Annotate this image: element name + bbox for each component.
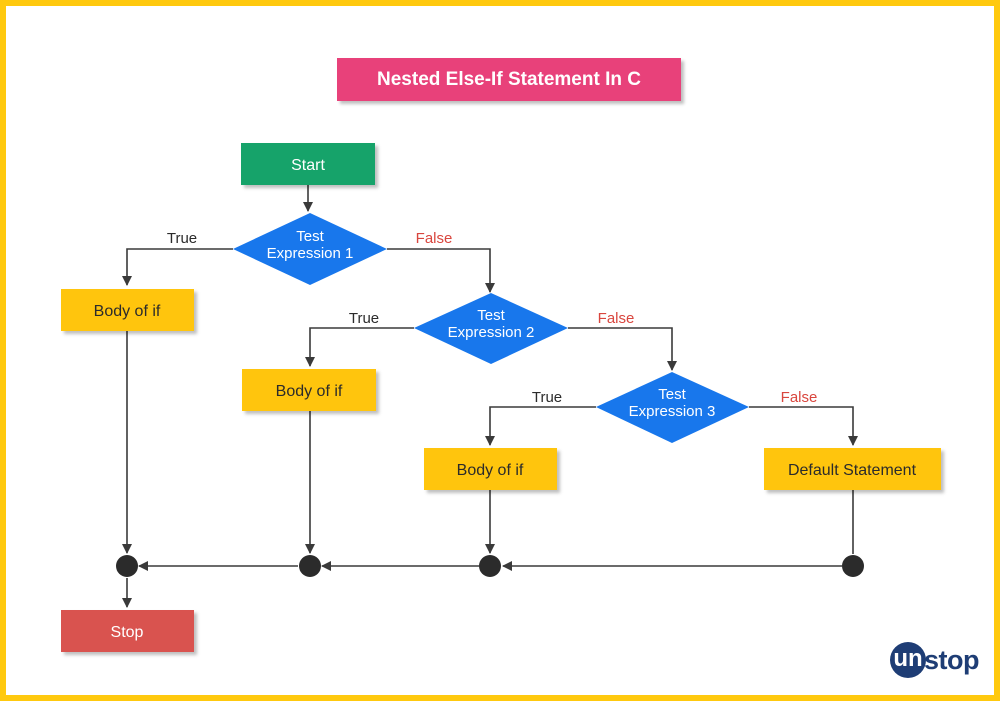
start-node: Start xyxy=(241,143,375,185)
body-of-if-1: Body of if xyxy=(61,289,194,331)
body2-label: Body of if xyxy=(276,383,343,400)
body1-label: Body of if xyxy=(94,303,161,320)
arrow-test2-true xyxy=(305,327,414,367)
logo-text: stop xyxy=(924,644,980,675)
default-label: Default Statement xyxy=(788,462,917,479)
unstop-logo: un stop xyxy=(890,642,980,678)
test2-label-line1: Test xyxy=(477,307,505,324)
false-label: False xyxy=(598,310,635,327)
false-label: False xyxy=(416,230,453,247)
arrow-test1-true xyxy=(122,248,233,286)
stop-node: Stop xyxy=(61,610,194,652)
true-label: True xyxy=(349,310,379,327)
diagram-title: Nested Else-If Statement In C xyxy=(337,58,681,101)
arrow-test2-false xyxy=(568,327,677,371)
arrow-test3-false xyxy=(749,406,858,446)
test3-label-line1: Test xyxy=(658,386,686,403)
decision-test-expression-3: Test Expression 3 xyxy=(596,372,749,443)
test1-label-line2: Expression 1 xyxy=(267,245,354,262)
join-dot xyxy=(299,555,321,577)
body3-label: Body of if xyxy=(457,462,524,479)
arrow-test3-true xyxy=(485,406,596,446)
join-points xyxy=(116,555,864,577)
arrow-test1-false xyxy=(387,248,495,293)
join-dot xyxy=(116,555,138,577)
test1-label-line1: Test xyxy=(296,228,324,245)
body-of-if-2: Body of if xyxy=(242,369,376,411)
false-label: False xyxy=(781,389,818,406)
true-label: True xyxy=(532,389,562,406)
branch-labels: True False True False True False xyxy=(167,230,817,406)
join-dot xyxy=(479,555,501,577)
default-statement: Default Statement xyxy=(764,448,941,490)
start-label: Start xyxy=(291,157,325,174)
logo-mark: un xyxy=(890,642,926,678)
stop-label: Stop xyxy=(111,624,144,641)
test3-label-line2: Expression 3 xyxy=(629,403,716,420)
decision-test-expression-2: Test Expression 2 xyxy=(414,293,568,364)
true-label: True xyxy=(167,230,197,247)
connectors xyxy=(122,185,858,608)
body-of-if-3: Body of if xyxy=(424,448,557,490)
test2-label-line2: Expression 2 xyxy=(448,324,535,341)
join-dot xyxy=(842,555,864,577)
decision-test-expression-1: Test Expression 1 xyxy=(233,213,387,285)
